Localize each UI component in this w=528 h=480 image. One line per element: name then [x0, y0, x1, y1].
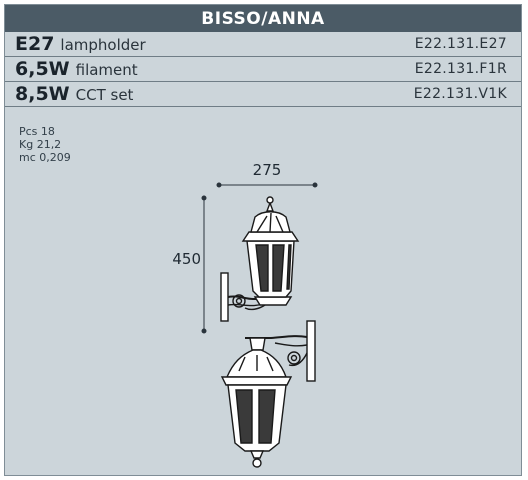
- spec-code: E22.131.E27: [414, 36, 507, 52]
- width-label: 275: [253, 161, 282, 179]
- lower-lamp-icon: [220, 320, 316, 468]
- spec-key: 8,5W: [15, 83, 70, 105]
- pieces-count: Pcs 18: [19, 125, 55, 138]
- spec-key: 6,5W: [15, 58, 70, 80]
- product-title: BISSO/ANNA: [5, 5, 521, 32]
- spec-desc: lampholder: [60, 36, 146, 54]
- spec-row-filament: 6,5W filament E22.131.F1R: [5, 57, 521, 82]
- spec-key: E27: [15, 33, 55, 55]
- product-card: BISSO/ANNA E27 lampholder E22.131.E27 6,…: [4, 4, 522, 476]
- packaging-info: Pcs 18 Kg 21,2 mc 0,209: [19, 125, 71, 164]
- weight-value: Kg 21,2: [19, 138, 62, 151]
- spec-desc: filament: [75, 61, 138, 79]
- upper-lamp-icon: [220, 196, 300, 322]
- lamp-technical-drawing: 275 450: [172, 161, 318, 468]
- spec-code: E22.131.F1R: [414, 61, 507, 77]
- width-dimension: [216, 182, 318, 188]
- volume-value: mc 0,209: [19, 151, 71, 164]
- height-label: 450: [172, 250, 201, 268]
- spec-row-cct: 8,5W CCT set E22.131.V1K: [5, 82, 521, 107]
- height-dimension: [201, 195, 207, 334]
- spec-desc: CCT set: [75, 86, 134, 104]
- spec-code: E22.131.V1K: [413, 86, 507, 102]
- spec-row-lampholder: E27 lampholder E22.131.E27: [5, 32, 521, 57]
